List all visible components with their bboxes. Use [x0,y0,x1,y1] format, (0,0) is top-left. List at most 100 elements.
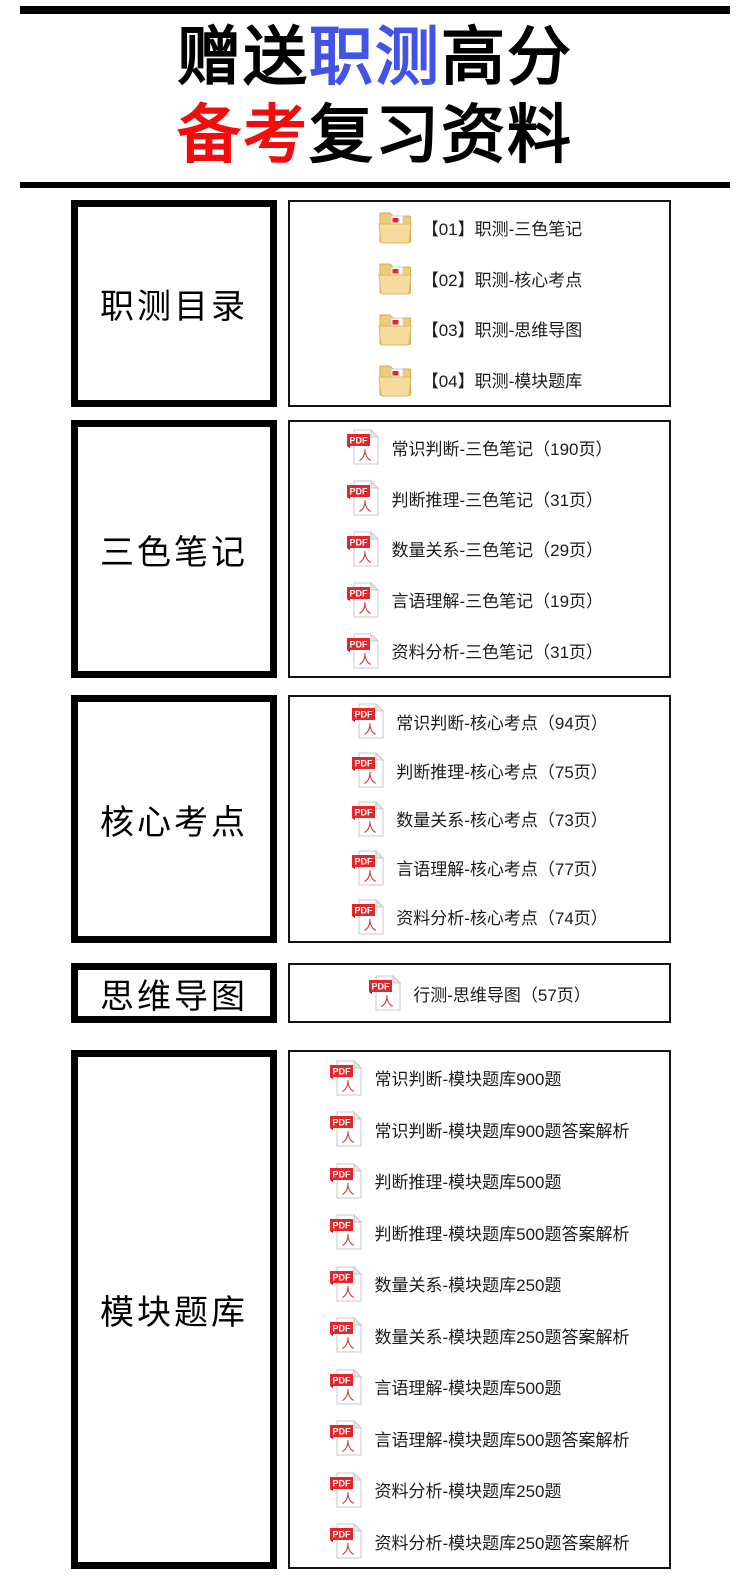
svg-text:PDF: PDF [333,1169,352,1179]
file-row: PDF 人 言语理解-核心考点（77页） [351,848,608,888]
file-row: PDF 人 言语理解-模块题库500题 [329,1367,629,1407]
svg-text:人: 人 [359,652,372,667]
section-content-box: 人 【01】职测-三色笔记 人 【02】职测-核心考点 人 【03】职测-思维导… [288,200,671,407]
title-segment: 备考 [177,99,309,171]
svg-text:PDF: PDF [333,1478,352,1488]
pdf-file-icon: PDF 人 [330,1368,363,1405]
svg-text:人: 人 [364,771,377,786]
svg-text:PDF: PDF [333,1324,352,1334]
pdf-folder-icon: 人 [378,314,412,346]
file-rows: PDF 人 行测-思维导图（57页） [368,965,591,1021]
svg-text:人: 人 [364,820,377,835]
file-row: PDF 人 判断推理-模块题库500题 [329,1161,629,1201]
svg-text:PDF: PDF [350,487,369,497]
file-row: PDF 人 言语理解-三色笔记（19页） [346,580,612,620]
file-name: 言语理解-模块题库500题答案解析 [374,1430,630,1450]
file-name: 言语理解-核心考点（77页） [396,860,608,880]
svg-text:PDF: PDF [333,1375,352,1385]
svg-text:人: 人 [342,1079,355,1094]
svg-text:人: 人 [342,1336,355,1351]
section-label-box: 模块题库 [71,1050,277,1569]
title-segment: 职测 [309,21,441,93]
section-label-box: 核心考点 [71,695,277,943]
svg-text:PDF: PDF [333,1118,352,1128]
file-row: PDF 人 常识判断-模块题库900题答案解析 [329,1109,630,1149]
pdf-file-icon: PDF 人 [330,1162,363,1199]
file-name: 资料分析-模块题库250题答案解析 [374,1533,630,1553]
svg-text:人: 人 [364,869,377,884]
pdf-file-icon: PDF 人 [347,530,380,567]
pdf-file-icon: PDF 人 [330,1317,363,1353]
pdf-file-icon: PDF 人 [347,581,380,618]
svg-text:人: 人 [359,448,372,463]
pdf-file-icon: PDF 人 [352,800,385,837]
svg-text:人: 人 [359,550,372,565]
file-name: 数量关系-三色笔记（29页） [391,541,604,561]
svg-text:PDF: PDF [350,588,369,598]
file-rows: PDF 人 常识判断-核心考点（94页） PDF 人 判断推理-核心考点（75页… [351,697,608,941]
pdf-file-icon: PDF 人 [330,1265,363,1302]
file-name: 资料分析-模块题库250题 [374,1482,562,1502]
pdf-file-icon: PDF 人 [347,479,380,516]
svg-text:人: 人 [364,722,377,737]
svg-text:PDF: PDF [333,1427,352,1437]
svg-text:人: 人 [342,1285,355,1300]
title-line-1: 赠送职测高分 [0,18,750,96]
file-row: PDF 人 资料分析-核心考点（74页） [351,897,608,937]
file-name: 数量关系-模块题库250题 [374,1276,562,1296]
section-label: 思维导图 [100,978,248,1016]
pdf-file-icon: PDF 人 [369,974,402,1011]
file-row: 人 【04】职测-模块题库 [377,360,583,400]
svg-text:人: 人 [342,1233,355,1248]
pdf-file-icon: PDF 人 [330,1523,363,1559]
title-segment: 赠送 [177,21,309,93]
pdf-file-icon: PDF 人 [347,632,380,669]
pdf-file-icon: PDF 人 [330,1420,363,1456]
section-mind-map: 思维导图 PDF 人 行测-思维导图（57页） [71,963,750,1023]
title-line-2: 备考复习资料 [0,96,750,174]
file-row: 人 【03】职测-思维导图 [377,309,583,349]
pdf-folder-icon: 人 [378,365,412,397]
file-row: PDF 人 常识判断-三色笔记（190页） [346,427,613,467]
file-row: 人 【01】职测-三色笔记 [377,207,582,247]
svg-text:人: 人 [342,1491,355,1506]
section-content-box: PDF 人 常识判断-三色笔记（190页） PDF 人 判断推理-三色笔记（31… [288,420,671,678]
section-module-question-bank: 模块题库 PDF 人 常识判断-模块题库900题 PDF 人 常识判断-模块题库… [71,1050,750,1569]
title-segment: 复习资料 [309,99,573,171]
file-name: 判断推理-三色笔记（31页） [391,490,604,510]
file-name: 数量关系-模块题库250题答案解析 [374,1327,630,1347]
pdf-file-icon: PDF 人 [352,849,385,886]
svg-text:PDF: PDF [333,1530,352,1540]
section-label: 模块题库 [100,1295,248,1332]
pdf-file-icon: PDF 人 [352,751,385,788]
file-name: 判断推理-模块题库500题 [374,1173,562,1193]
file-name: 资料分析-核心考点（74页） [396,909,608,929]
top-bar [20,6,730,14]
svg-text:PDF: PDF [333,1272,352,1282]
svg-text:PDF: PDF [355,856,374,866]
file-name: 常识判断-核心考点（94页） [396,713,608,733]
file-row: PDF 人 判断推理-核心考点（75页） [351,750,608,790]
title-segment: 高分 [441,21,573,93]
file-name: 数量关系-核心考点（73页） [396,811,608,831]
svg-text:PDF: PDF [333,1066,352,1076]
file-row: PDF 人 判断推理-三色笔记（31页） [346,478,612,518]
svg-text:人: 人 [342,1542,355,1557]
file-rows: PDF 人 常识判断-三色笔记（190页） PDF 人 判断推理-三色笔记（31… [346,422,613,676]
svg-text:人: 人 [359,601,372,616]
svg-text:人: 人 [381,994,394,1009]
svg-text:PDF: PDF [350,436,369,446]
file-row: PDF 人 行测-思维导图（57页） [368,973,591,1013]
pdf-file-icon: PDF 人 [352,898,385,935]
svg-text:PDF: PDF [355,759,374,769]
pdf-folder-icon: 人 [378,212,412,244]
file-name: 行测-思维导图（57页） [413,985,591,1005]
svg-text:人: 人 [364,918,377,933]
svg-text:人: 人 [359,499,372,514]
svg-text:PDF: PDF [355,807,374,817]
svg-text:PDF: PDF [350,537,369,547]
file-name: 【04】职测-模块题库 [421,372,583,392]
file-name: 【03】职测-思维导图 [421,321,583,341]
section-label: 核心考点 [100,804,248,842]
pdf-file-icon: PDF 人 [330,1471,363,1508]
